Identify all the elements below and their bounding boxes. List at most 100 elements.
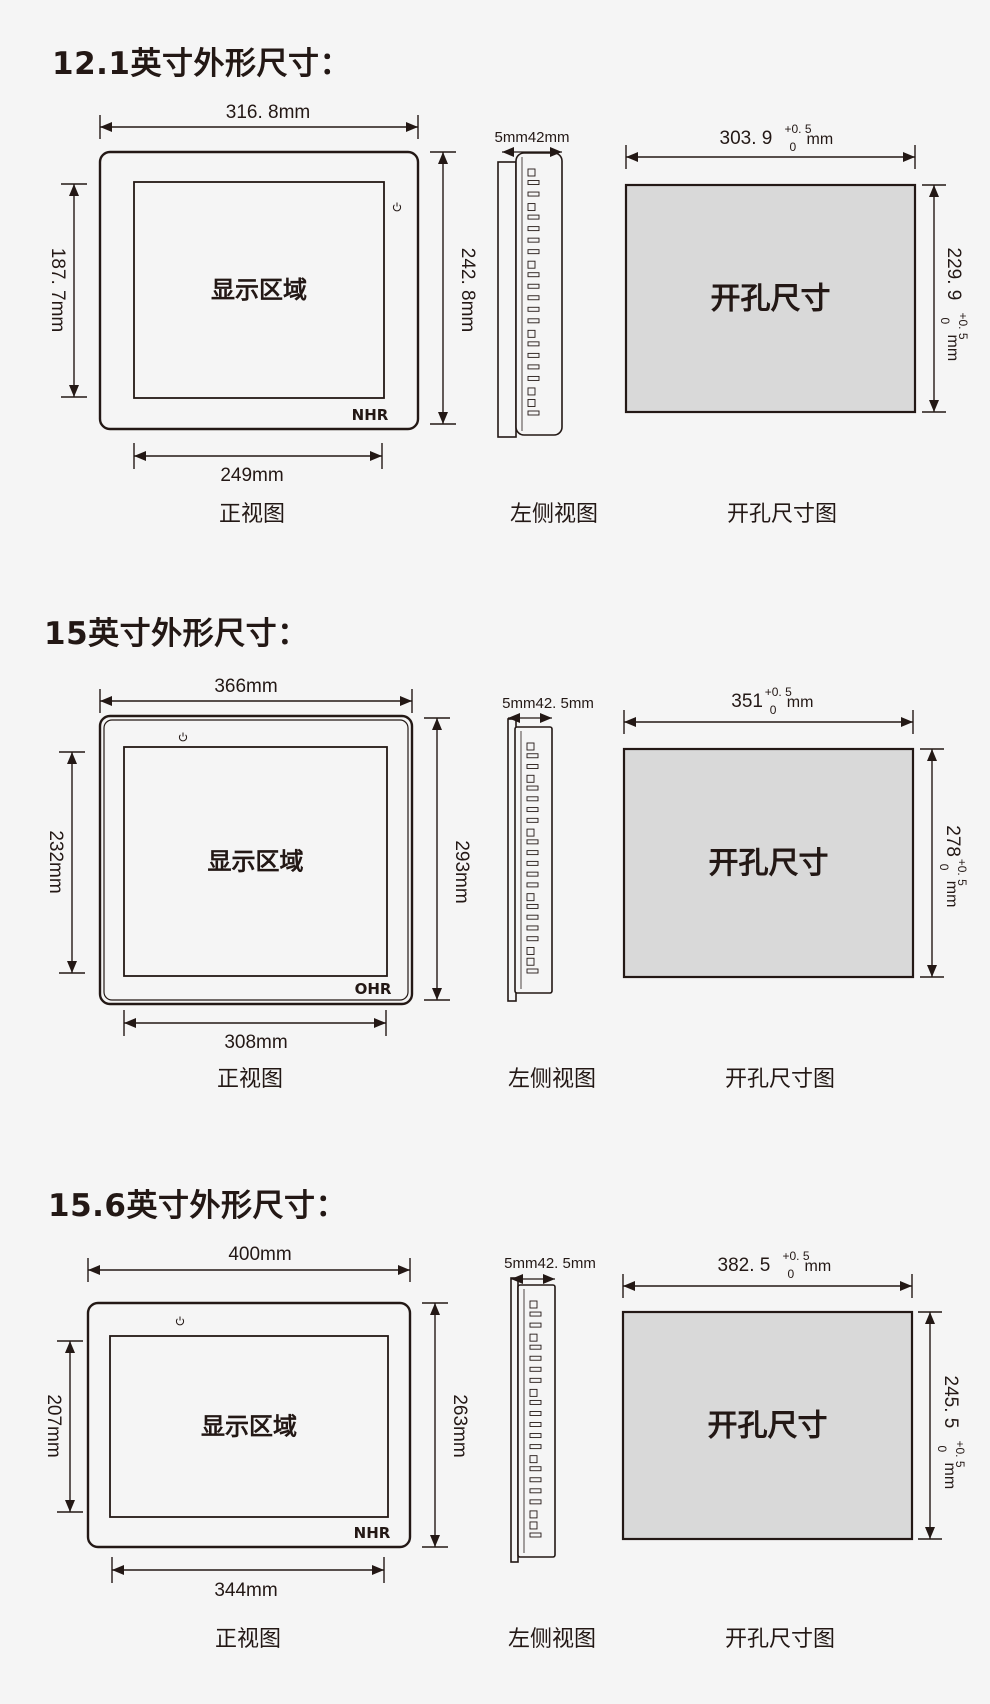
overall-width-label: 316. 8mm — [226, 102, 310, 123]
port-slot — [526, 850, 539, 856]
port-slot — [526, 871, 539, 877]
port-slot — [529, 1311, 542, 1317]
cutout-height-dimension — [920, 748, 944, 978]
cutout-height-dimension — [922, 184, 946, 413]
port-slot — [527, 283, 540, 289]
arrow-head — [112, 1565, 124, 1575]
arrow-head — [927, 965, 937, 977]
tolerance-lower: 0 — [935, 1446, 949, 1453]
port-slot — [527, 191, 540, 197]
brand-logo: NHR — [352, 406, 389, 424]
arrow-head — [438, 152, 448, 164]
power-icon-arc — [392, 204, 402, 212]
display-area — [133, 181, 385, 399]
port-slot — [526, 914, 539, 920]
port-slot — [529, 1455, 538, 1464]
overall-width-dimension — [99, 115, 419, 139]
arrow-head — [540, 713, 552, 723]
port-slot — [527, 318, 540, 324]
overall-height-label: 263mm — [449, 1394, 470, 1457]
port-slot — [529, 1300, 538, 1309]
port-slot — [526, 828, 535, 837]
port-slot — [526, 893, 535, 902]
cutout-area-label: 开孔尺寸 — [708, 1409, 828, 1444]
port-slot — [527, 168, 536, 177]
port-slot — [529, 1322, 542, 1328]
port-slot — [529, 1355, 542, 1361]
arrow-head — [929, 400, 939, 412]
port-slot — [529, 1488, 542, 1494]
display-width-dimension — [123, 1010, 387, 1036]
arrow-head — [67, 752, 77, 764]
arrow-head — [903, 152, 915, 162]
dimension-value: 303. 9 — [720, 128, 773, 149]
side-bezel — [497, 161, 517, 438]
port-slot — [529, 1366, 542, 1372]
arrow-head — [374, 1018, 386, 1028]
tolerance-upper: +0. 5 — [783, 1249, 810, 1263]
overall-width-dimension — [87, 1258, 411, 1282]
port-slot — [526, 785, 539, 791]
tolerance-lower: 0 — [937, 864, 951, 871]
tolerance-upper: +0. 5 — [955, 859, 969, 886]
cutout-height-dimension — [918, 1311, 942, 1540]
arrow-head — [438, 412, 448, 424]
arrow-head — [432, 988, 442, 1000]
port-slot — [527, 329, 536, 338]
power-icon — [178, 732, 188, 742]
tolerance-lower: 0 — [938, 318, 952, 325]
overall-height-dimension — [422, 1302, 448, 1548]
side-body — [517, 1284, 556, 1558]
display-width-dimension — [111, 1557, 385, 1583]
cutout-area — [622, 747, 915, 979]
arrow-head — [929, 185, 939, 197]
display-area-label: 显示区域 — [208, 847, 304, 876]
port-slot — [529, 1444, 542, 1450]
side-body — [514, 726, 553, 994]
arrow-head — [67, 961, 77, 973]
dimension-value: 351 — [731, 691, 763, 712]
port-slot — [526, 764, 539, 769]
port-slot — [527, 375, 540, 381]
port-slot — [527, 214, 540, 220]
side-dimension-label: 5mm42. 5mm — [502, 695, 594, 712]
arrow-head — [88, 1265, 100, 1275]
dimension-value: 245. 5 — [940, 1376, 961, 1429]
port-slot — [526, 774, 535, 783]
port-slot — [529, 1422, 542, 1427]
tolerance-upper: +0. 5 — [953, 1441, 967, 1468]
section-title: 15.6英寸外形尺寸： — [48, 1188, 347, 1224]
port-slot — [527, 272, 540, 278]
display-width-label: 249mm — [220, 465, 283, 486]
tolerance-upper: +0. 5 — [785, 122, 812, 136]
port-slot — [527, 203, 536, 212]
arrow-head — [370, 451, 382, 461]
display-height-dimension — [57, 1340, 83, 1513]
arrow-head — [69, 385, 79, 397]
port-slot — [527, 260, 536, 269]
arrow-head — [400, 696, 412, 706]
caption-front-view: 正视图 — [214, 1627, 282, 1652]
tolerance-lower: 0 — [790, 140, 797, 154]
side-dimension-label: 5mm42mm — [494, 129, 569, 146]
arrow-head — [430, 1535, 440, 1547]
port-slot — [529, 1532, 542, 1538]
port-slot — [527, 306, 540, 312]
port-slot — [529, 1521, 538, 1530]
caption-cutout-view: 开孔尺寸图 — [724, 1067, 836, 1092]
port-slot — [527, 237, 540, 243]
arrow-head — [65, 1500, 75, 1512]
port-slot — [529, 1399, 542, 1405]
port-slot — [526, 925, 539, 931]
side-body — [515, 152, 563, 436]
arrow-head — [372, 1565, 384, 1575]
overall-width-label: 366mm — [214, 676, 277, 697]
overall-height-label: 242. 8mm — [457, 248, 478, 332]
port-slot — [527, 295, 540, 301]
port-slot — [526, 882, 539, 888]
display-area — [109, 1335, 389, 1518]
